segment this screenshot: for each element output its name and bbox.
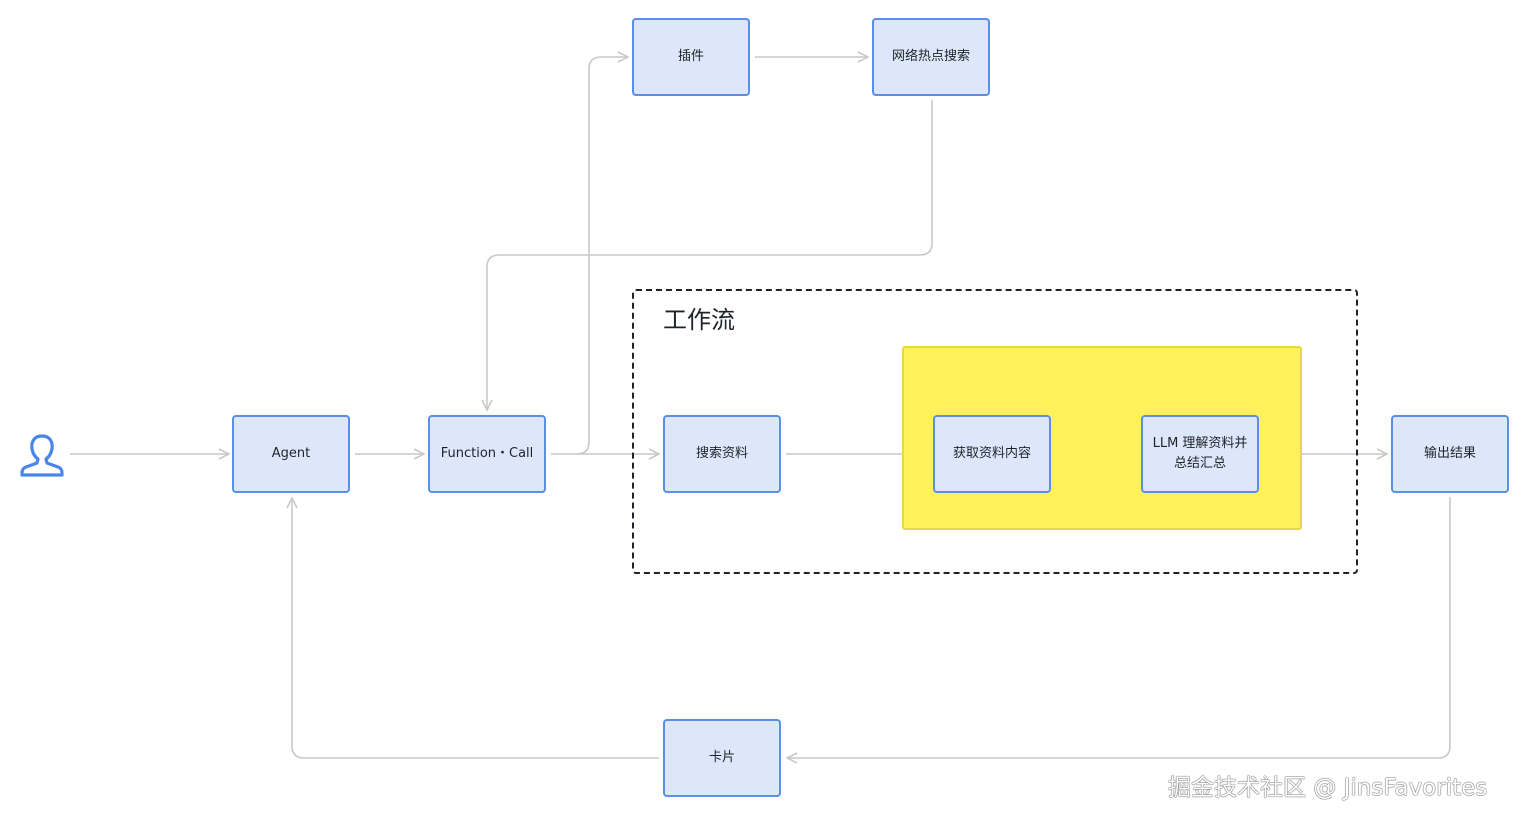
llm-summary-label-line1: LLM 理解资料并 xyxy=(1152,436,1248,451)
edge-web-search-to-function-call xyxy=(487,100,933,410)
function-call-node[interactable]: Function・Call xyxy=(428,415,546,493)
plugin-label: 插件 xyxy=(677,49,704,64)
workflow-group xyxy=(632,289,1358,574)
edge-function-call-to-plugin xyxy=(576,57,628,455)
workflow-title: 工作流 xyxy=(663,306,735,334)
fetch-content-label: 获取资料内容 xyxy=(952,446,1031,461)
search-material-label: 搜索资料 xyxy=(695,446,748,461)
edge-card-to-agent xyxy=(292,498,659,759)
plugin-node[interactable]: 插件 xyxy=(632,18,750,96)
agent-label: Agent xyxy=(271,446,311,461)
output-result-label: 输出结果 xyxy=(1423,446,1476,461)
watermark: 掘金技术社区 @ JinsFavorites xyxy=(1168,775,1488,801)
card-node[interactable]: 卡片 xyxy=(663,719,781,797)
web-hot-search-label: 网络热点搜索 xyxy=(891,49,970,64)
edge-output-to-card xyxy=(787,497,1451,758)
agent-node[interactable]: Agent xyxy=(232,415,350,493)
llm-summary-label-line2: 总结汇总 xyxy=(1173,456,1226,471)
llm-summary-node[interactable]: LLM 理解资料并 总结汇总 xyxy=(1141,415,1259,493)
output-result-node[interactable]: 输出结果 xyxy=(1391,415,1509,493)
web-hot-search-node[interactable]: 网络热点搜索 xyxy=(872,18,990,96)
card-label: 卡片 xyxy=(708,750,735,765)
function-call-label: Function・Call xyxy=(440,446,534,461)
search-material-node[interactable]: 搜索资料 xyxy=(663,415,781,493)
fetch-content-node[interactable]: 获取资料内容 xyxy=(933,415,1051,493)
user-icon xyxy=(20,434,64,477)
